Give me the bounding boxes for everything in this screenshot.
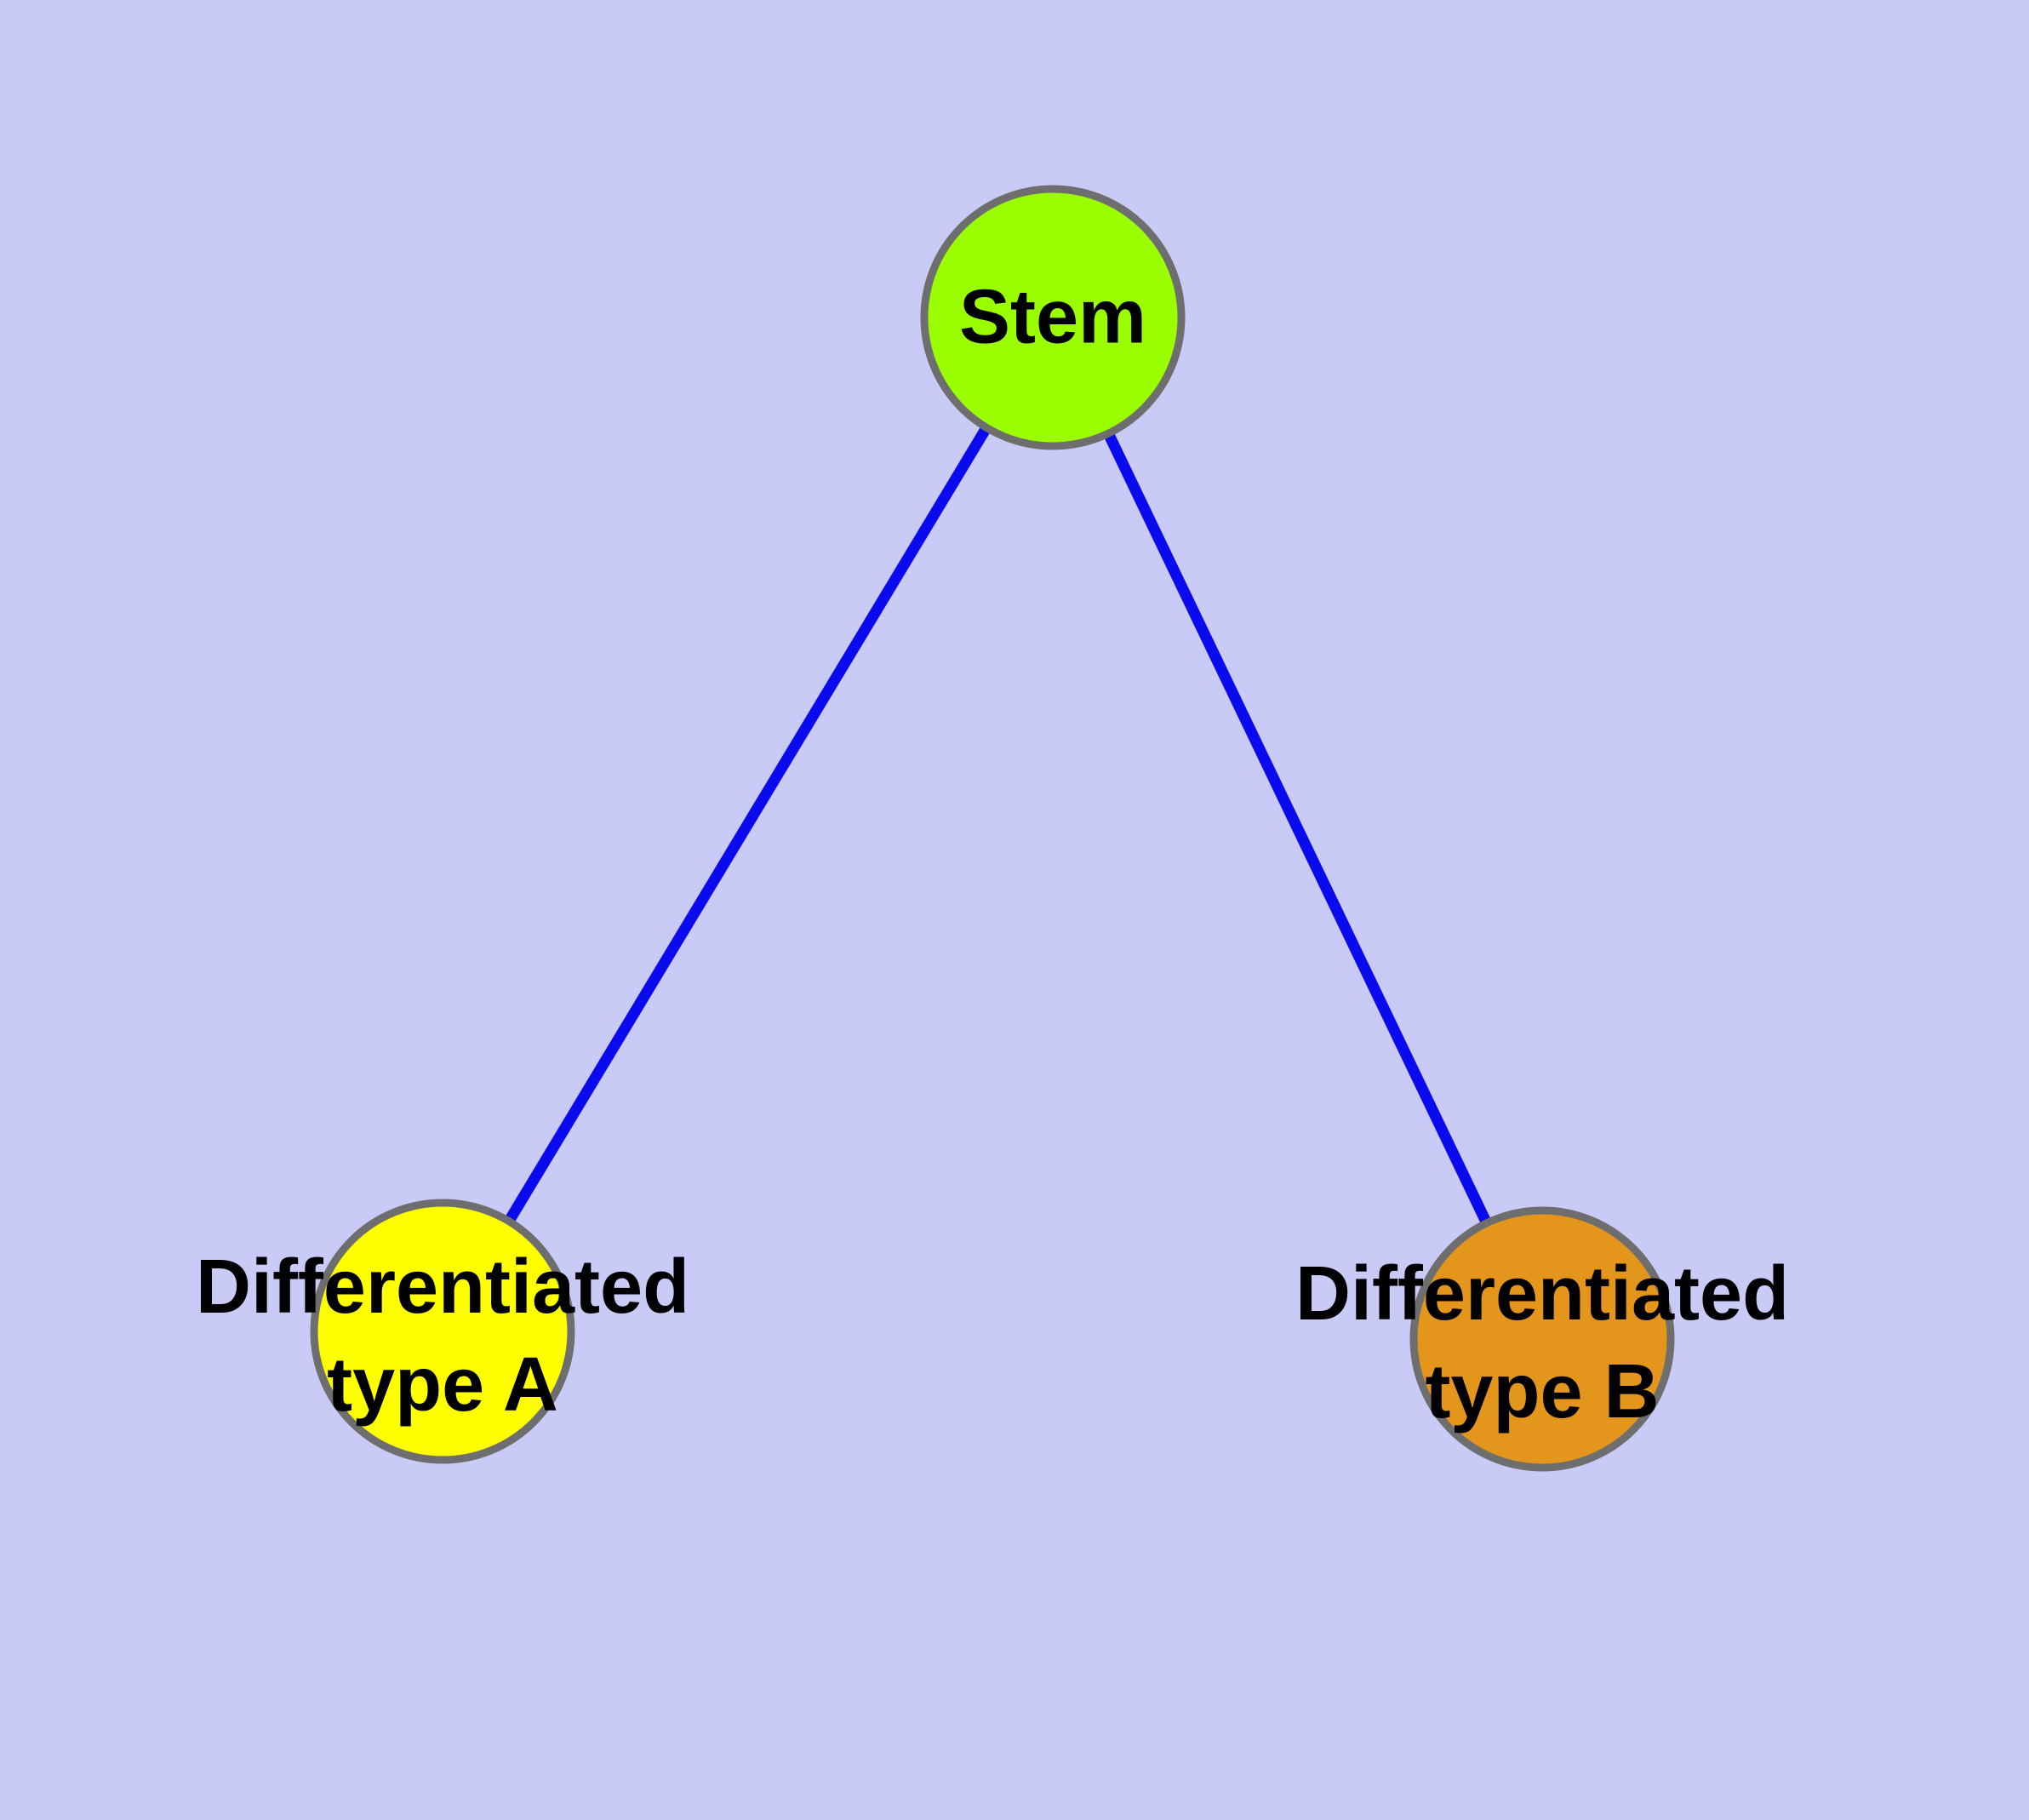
node-label-stem: Stem — [958, 274, 1147, 360]
node-label-type-b: Differentiated type B — [1295, 1251, 1790, 1434]
node-type-b — [1409, 1206, 1675, 1472]
node-label-type-a: Differentiated type A — [195, 1244, 690, 1428]
node-type-a — [310, 1199, 575, 1464]
edge-stem-to-type-b — [1048, 315, 1547, 1342]
edge-stem-to-type-a — [437, 314, 1058, 1335]
node-stem — [920, 185, 1186, 450]
